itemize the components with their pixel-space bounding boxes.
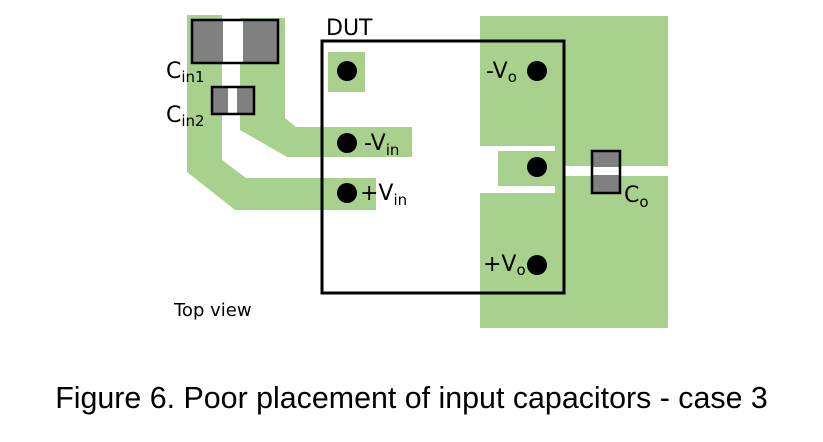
pin-neg-vo bbox=[527, 61, 547, 81]
dut-outline bbox=[320, 39, 566, 295]
cin1-label: Cin1 bbox=[166, 59, 205, 86]
pin-pos-vin bbox=[337, 183, 357, 203]
figure-caption: Figure 6. Poor placement of input capaci… bbox=[55, 380, 768, 415]
pos-vo-plane bbox=[480, 193, 668, 328]
pos-vo-label: +Vo bbox=[483, 252, 526, 279]
pin-sense bbox=[527, 157, 547, 177]
pos-vo-plane-mid bbox=[555, 146, 565, 193]
co-capacitor bbox=[590, 149, 622, 195]
neg-vo-label: -Vo bbox=[486, 59, 517, 86]
dut-label: DUT bbox=[326, 16, 373, 41]
pin-nc bbox=[337, 61, 357, 81]
pin-neg-vin bbox=[337, 133, 357, 153]
cin2-capacitor bbox=[210, 85, 256, 116]
pos-vin-label: +Vin bbox=[360, 181, 407, 209]
neg-vin-label: -Vin bbox=[364, 131, 399, 159]
neg-vo-plane bbox=[480, 16, 668, 146]
cin1-capacitor bbox=[190, 18, 280, 65]
pin-pos-vo bbox=[527, 255, 547, 275]
cin2-label: Cin2 bbox=[166, 103, 205, 130]
neg-vin-trace bbox=[240, 18, 412, 157]
top-view-label: Top view bbox=[173, 300, 252, 321]
co-label: Co bbox=[624, 183, 649, 211]
